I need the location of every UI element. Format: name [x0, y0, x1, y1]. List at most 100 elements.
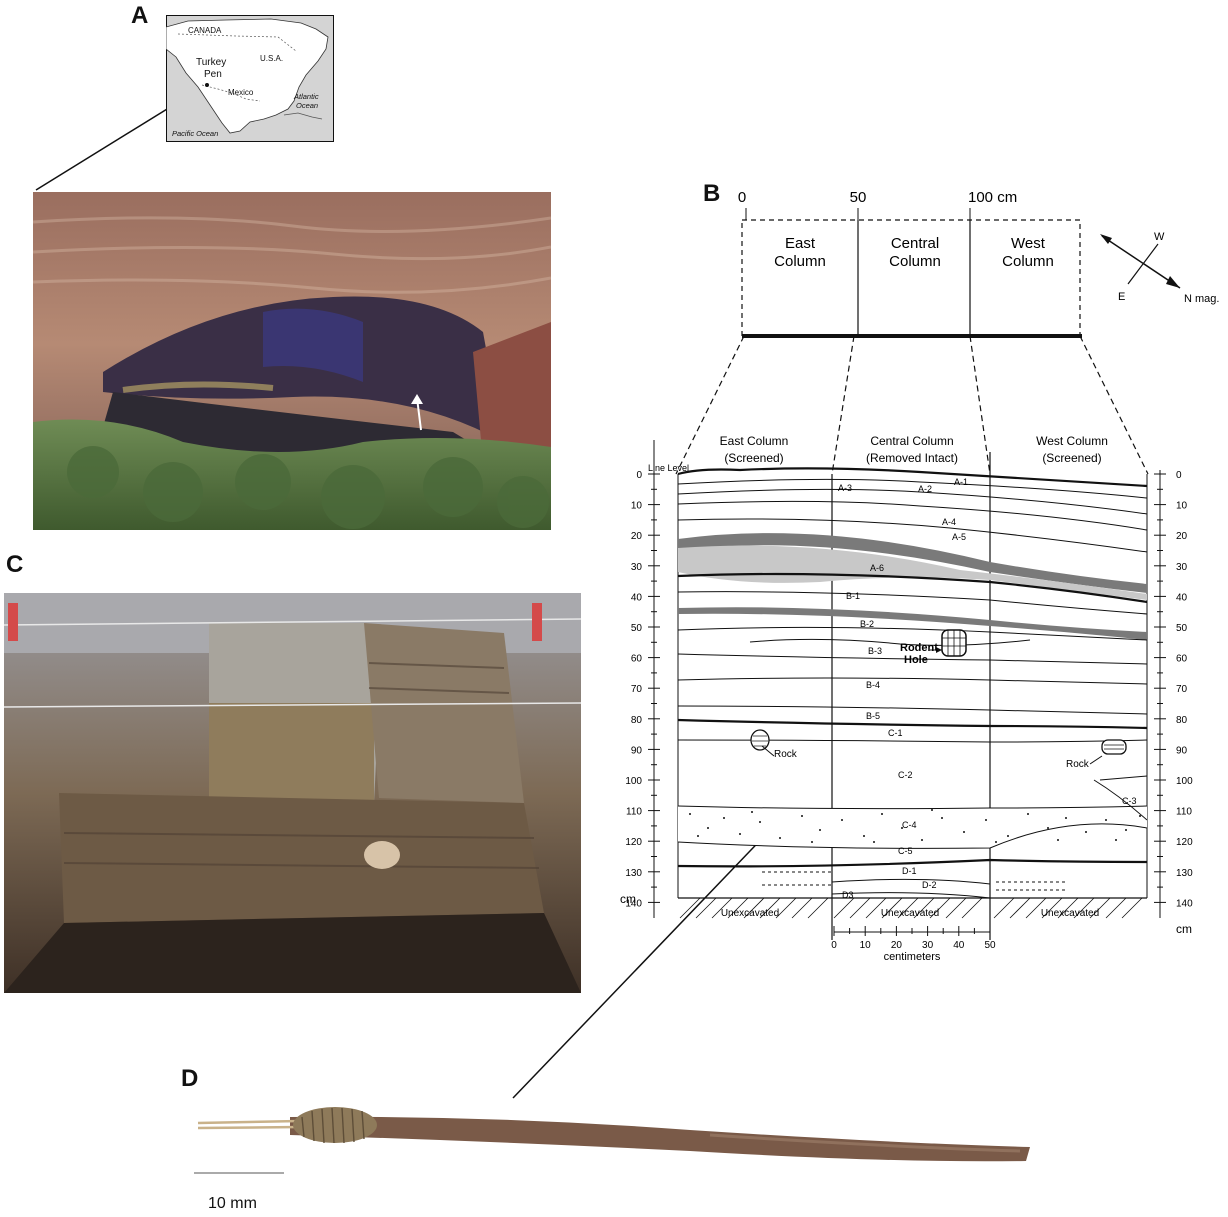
profile-west-2: (Screened) — [1042, 451, 1101, 465]
depth-label-left-40: 40 — [631, 592, 643, 603]
layer-label-b2: B-2 — [860, 619, 874, 629]
location-map: CANADA U.S.A. Turkey Pen Mexico Atlantic… — [165, 15, 334, 142]
layer-b2-band — [678, 607, 1147, 640]
depth-label-left-110: 110 — [626, 807, 642, 818]
layer-labels: A-1 A-2 A-3 A-4 A-5 A-6 B-1 B-2 B-3 B-4 … — [838, 477, 1137, 900]
plan-west-2: Column — [1002, 253, 1054, 270]
artifact-photo — [190, 1095, 1040, 1185]
cm-label-20: 20 — [891, 940, 903, 951]
artifact-scale-label: 10 mm — [208, 1195, 257, 1212]
layer-label-c5: C-5 — [898, 846, 913, 856]
map-label-atlantic-2: Ocean — [296, 101, 318, 110]
cm-label-50: 50 — [984, 940, 996, 951]
layer-c4-sand — [678, 806, 1147, 849]
depth-label-right-90: 90 — [1176, 745, 1188, 756]
unexcavated-central: Unexcavated — [881, 908, 939, 919]
layer-a6-band — [678, 545, 1147, 600]
layer-label-a5: A-5 — [952, 532, 966, 542]
depth-label-right-20: 20 — [1176, 531, 1188, 542]
compass-n: N mag. — [1184, 293, 1219, 305]
panel-label-d: D — [181, 1065, 199, 1092]
rock-left — [750, 729, 775, 757]
rodent-hole — [930, 629, 967, 657]
plan-scale-tick-1: 50 — [850, 189, 867, 206]
layer-label-a6: A-6 — [870, 563, 884, 573]
depth-label-left-120: 120 — [625, 837, 642, 848]
layer-label-b1: B-1 — [846, 591, 860, 601]
map-label-canada: CANADA — [188, 26, 222, 35]
depth-label-left-20: 20 — [631, 531, 643, 542]
depth-label-left-50: 50 — [631, 623, 643, 634]
north-america-land — [165, 18, 329, 134]
rock-label-left: Rock — [774, 749, 798, 760]
layer-label-c2: C-2 — [898, 770, 913, 780]
line-level-label: Line Level — [648, 463, 689, 473]
depth-label-left-30: 30 — [631, 562, 643, 573]
stratigraphic-figure: 0 50 100 cm East Column Central Column W… — [620, 180, 1228, 980]
unexcavated-east: Unexcavated — [721, 908, 779, 919]
depth-label-left-60: 60 — [631, 654, 643, 665]
layer-a5-band — [678, 533, 1147, 593]
depth-label-left-70: 70 — [631, 684, 643, 695]
layer-label-a4: A-4 — [942, 517, 956, 527]
cm-scale-label: centimeters — [884, 951, 941, 963]
depth-label-right-110: 110 — [1176, 807, 1192, 818]
c4-stipple — [689, 809, 1141, 843]
depth-label-right-130: 130 — [1176, 868, 1193, 879]
compass-w: W — [1154, 231, 1165, 243]
unexcavated-hatch — [679, 897, 1143, 919]
layer-label-c4: C-4 — [902, 820, 917, 830]
compass-rose: W E N mag. — [1100, 231, 1219, 305]
cm-label-30: 30 — [922, 940, 934, 951]
plan-east-1: East — [785, 235, 816, 252]
panel-label-c: C — [6, 551, 24, 578]
depth-label-right-120: 120 — [1176, 837, 1193, 848]
plan-scale-tick-0: 0 — [738, 189, 746, 206]
plan-central-1: Central — [891, 235, 939, 252]
depth-label-right-10: 10 — [1176, 501, 1188, 512]
layer-label-d3: D3 — [842, 890, 854, 900]
lower-block — [59, 793, 544, 923]
map-label-pacific: Pacific Ocean — [172, 129, 218, 138]
map-label-atlantic-1: Atlantic — [293, 92, 319, 101]
profile-to-artifact-leader — [512, 825, 775, 1099]
layer-label-b3: B-3 — [868, 646, 882, 656]
depth-label-left-0: 0 — [636, 470, 642, 481]
layer-label-a2: A-2 — [918, 484, 932, 494]
rock-label-right: Rock — [1066, 759, 1090, 770]
compass-e: E — [1118, 291, 1125, 303]
plan-west-1: West — [1011, 235, 1046, 252]
plan-east-2: Column — [774, 253, 826, 270]
depth-label-right-80: 80 — [1176, 715, 1188, 726]
depth-label-right-70: 70 — [1176, 684, 1188, 695]
rodent-label-1: Rodent — [900, 642, 938, 654]
layer-label-b4: B-4 — [866, 680, 880, 690]
unit-right: cm — [1176, 922, 1192, 936]
profile-east-1: East Column — [720, 434, 789, 448]
depth-label-left-10: 10 — [631, 501, 643, 512]
depth-label-right-60: 60 — [1176, 654, 1188, 665]
rockshelter-photo — [33, 192, 551, 530]
map-label-usa: U.S.A. — [260, 54, 283, 63]
profile-west-1: West Column — [1036, 434, 1108, 448]
cm-label-10: 10 — [860, 940, 872, 951]
depth-label-right-0: 0 — [1176, 470, 1182, 481]
depth-label-right-40: 40 — [1176, 592, 1188, 603]
depth-label-left-80: 80 — [631, 715, 643, 726]
plan-central-2: Column — [889, 253, 941, 270]
panel-label-a: A — [131, 2, 149, 29]
profile-central-2: (Removed Intact) — [866, 451, 958, 465]
depth-label-left-130: 130 — [625, 868, 642, 879]
depth-label-right-30: 30 — [1176, 562, 1188, 573]
depth-label-right-50: 50 — [1176, 623, 1188, 634]
map-label-mexico: Mexico — [228, 88, 254, 97]
map-label-site-2: Pen — [204, 69, 222, 80]
depth-label-left-100: 100 — [625, 776, 642, 787]
artifact-shaft — [290, 1116, 1030, 1162]
layer-label-c3: C-3 — [1122, 796, 1137, 806]
layer-label-a1: A-1 — [954, 477, 968, 487]
depth-label-right-140: 140 — [1176, 898, 1193, 909]
